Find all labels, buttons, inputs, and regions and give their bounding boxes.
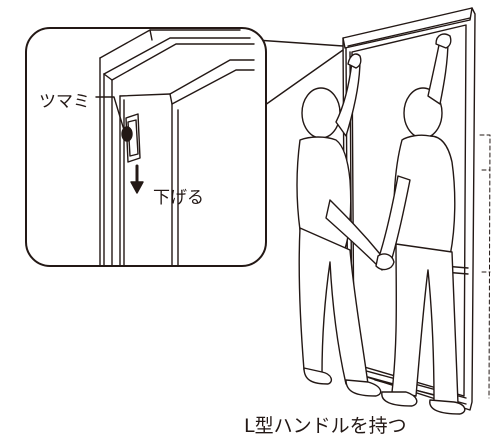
lower-label: 下げる xyxy=(153,188,204,208)
knob-leader xyxy=(95,96,125,131)
closeup-frame xyxy=(99,29,255,267)
person-left xyxy=(296,53,389,397)
person-right xyxy=(377,33,466,415)
handle-caption: L型ハンドルを持つ xyxy=(244,415,407,437)
knob-icon xyxy=(121,113,141,163)
down-arrow-icon xyxy=(130,164,144,194)
callout-box xyxy=(25,27,267,267)
dimension-guide xyxy=(479,134,491,399)
knob-label: ツマミ xyxy=(39,92,90,112)
callout-leader xyxy=(255,39,344,111)
handle-grip xyxy=(375,253,395,271)
